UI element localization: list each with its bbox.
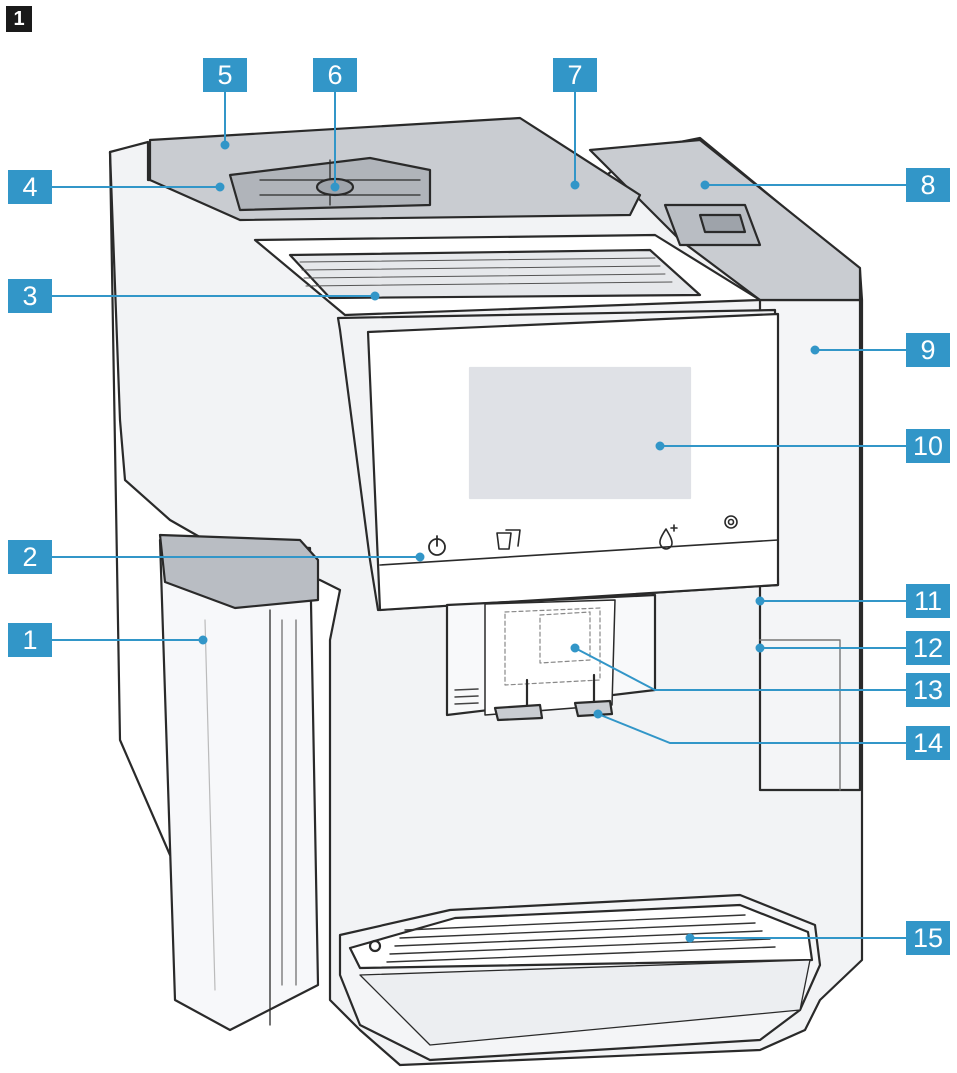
water-drop-plus-icon	[659, 524, 678, 550]
callout-11: 11	[906, 584, 950, 618]
callout-9: 9	[906, 333, 950, 367]
callout-2: 2	[8, 540, 52, 574]
callout-8: 8	[906, 168, 950, 202]
gear-icon	[724, 515, 738, 529]
callout-6: 6	[313, 58, 357, 92]
cup-icon	[496, 529, 521, 550]
callout-10: 10	[906, 429, 950, 463]
spout-left	[493, 703, 544, 722]
left-side-edge	[108, 150, 172, 857]
power-icon	[428, 535, 446, 556]
callout-7: 7	[553, 58, 597, 92]
milk-container-lid	[158, 533, 320, 610]
callout-5: 5	[203, 58, 247, 92]
display-screen	[468, 366, 692, 500]
callout-1: 1	[8, 623, 52, 657]
callout-15: 15	[906, 921, 950, 955]
figure-number-badge: 1	[6, 6, 32, 32]
callout-13: 13	[906, 673, 950, 707]
callout-3: 3	[8, 279, 52, 313]
milk-container	[158, 538, 320, 1032]
spout-right	[573, 699, 614, 718]
callout-14: 14	[906, 726, 950, 760]
callout-12: 12	[906, 631, 950, 665]
callout-4: 4	[8, 170, 52, 204]
